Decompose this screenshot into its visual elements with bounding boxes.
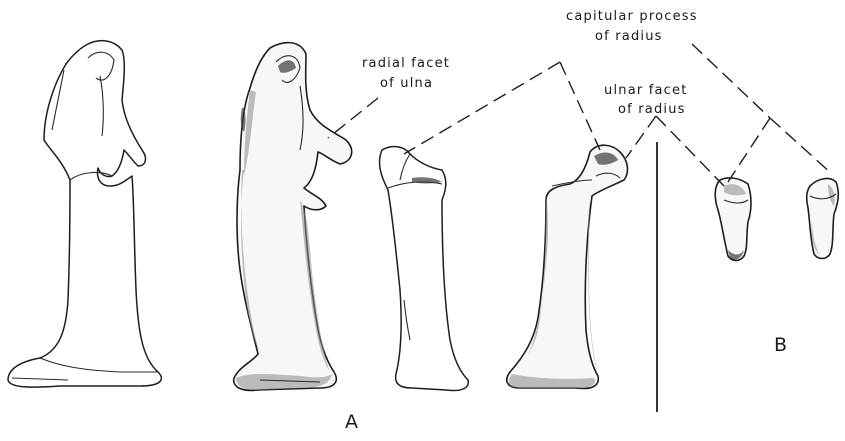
label-ulnar-facet-line2: of radius — [618, 102, 686, 117]
panel-label-b: B — [774, 334, 787, 356]
radius-outline-drawing — [380, 147, 469, 391]
panel-label-a: A — [345, 411, 358, 433]
leader-capitular-a2 — [560, 62, 600, 150]
radius-stippled-drawing — [507, 145, 628, 388]
leader-ulnar-facet-a — [626, 116, 656, 158]
ulna-outline-drawing — [8, 41, 161, 387]
leader-capitular-b2 — [770, 118, 832, 174]
label-capitular-line1: capitular process — [566, 9, 698, 24]
leader-ulnar-facet-b — [656, 116, 724, 186]
label-radial-facet-line2: of ulna — [380, 76, 433, 91]
leader-capitular-b-main — [692, 44, 770, 118]
label-radial-facet-line1: radial facet — [362, 56, 450, 71]
label-capitular-line2: of radius — [595, 29, 663, 44]
label-ulnar-facet-line1: ulnar facet — [604, 83, 688, 98]
leader-capitular-b1 — [728, 118, 770, 182]
radius-fragment-stippled-2 — [807, 179, 838, 259]
leader-radial-facet — [328, 98, 378, 138]
ulna-stippled-drawing — [234, 43, 352, 391]
radius-fragment-stippled-1 — [715, 178, 751, 261]
